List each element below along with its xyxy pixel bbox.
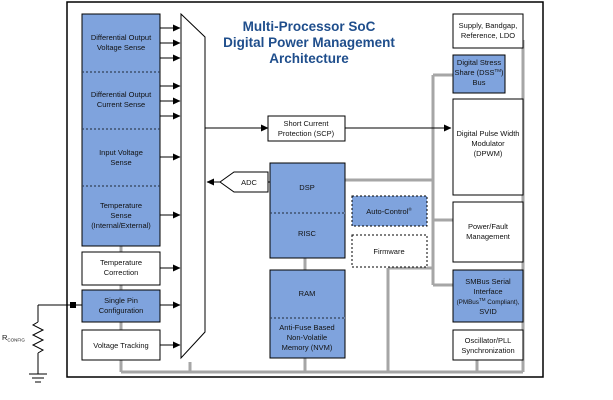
single-pin-configuration-block [81,289,161,323]
power-fault-block [452,201,524,263]
risc-block [269,212,346,259]
nvm-label-1: Anti-Fuse Based [279,323,334,332]
nvm-label-3: Memory (NVM) [282,343,333,352]
temperature-correction-label-2: Correction [104,268,139,277]
dpwm-label-3: (DPWM) [474,149,503,158]
diff-voltage-sense-label-1: Differential Output [91,33,152,42]
diff-voltage-sense-label-2: Voltage Sense [97,43,145,52]
input-voltage-sense-label-1: Input Voltage [99,148,143,157]
smbus-label-3: (PMBusTM Compliant), [457,297,520,306]
dss-label-2: Share (DSSTM) [454,68,504,77]
power-fault-label-1: Power/Fault [468,222,509,231]
auto-control-label: Auto-Control® [366,206,412,216]
mux-block [180,12,206,360]
diagram-title-line-1: Multi-Processor SoC [243,19,376,34]
diagram-title-line-2: Digital Power Management [223,35,395,50]
dss-label-3: Bus [473,78,486,87]
firmware-block [351,234,428,268]
config-pin-node [70,302,76,308]
temperature-correction-label-1: Temperature [100,258,142,267]
supply-label-1: Supply, Bandgap, [459,21,518,30]
supply-bandgap-block [452,13,524,49]
dsp-label: DSP [299,183,314,192]
temperature-sense-label-1: Temperature [100,201,142,210]
rconfig-label: RCONFIG [2,333,25,343]
supply-label-2: Reference, LDO [461,31,515,40]
voltage-tracking-label: Voltage Tracking [93,341,148,350]
dpwm-block [452,98,524,196]
smbus-interface-block [452,269,524,323]
dss-label-1: Digital Stress [457,58,501,67]
nvm-label-2: Non-Volatile [287,333,327,342]
input-voltage-sense-label-2: Sense [110,158,131,167]
sense-to-mux-arrows [160,24,181,349]
scp-label-2: Protection (SCP) [278,129,335,138]
auto-control-block [351,195,428,227]
diff-current-sense-label-1: Differential Output [91,90,152,99]
smbus-label-4: SVID [479,307,497,316]
dpwm-label-1: Digital Pulse Width [457,129,520,138]
ram-label: RAM [299,289,316,298]
temperature-sense-label-3: (Internal/External) [91,221,151,230]
oscillator-pll-block [452,329,524,361]
scp-block [267,115,346,142]
ram-block [269,269,346,319]
resistor-symbol [31,321,45,354]
adc-label: ADC [241,178,257,187]
firmware-label: Firmware [373,247,404,256]
dsp-block [269,162,346,214]
single-pin-label-2: Configuration [99,306,144,315]
oscillator-label-2: Synchronization [461,346,514,355]
rconfig-circuit [29,304,82,383]
scp-label-1: Short Current [283,119,329,128]
diagram-title-line-3: Architecture [269,51,349,66]
dpwm-label-2: Modulator [471,139,505,148]
oscillator-label-1: Oscillator/PLL [465,336,512,345]
temperature-sense-label-2: Sense [110,211,131,220]
temperature-correction-block [81,251,161,286]
smbus-label-2: Interface [473,287,502,296]
sense-blocks-group: Differential Output Voltage Sense Differ… [81,13,161,247]
diff-current-sense-label-2: Current Sense [97,100,145,109]
risc-label: RISC [298,229,317,238]
dss-bus-block [452,54,506,94]
smbus-label-1: SMBus Serial [465,277,511,286]
power-fault-label-2: Management [466,232,511,241]
single-pin-label-1: Single Pin [104,296,138,305]
